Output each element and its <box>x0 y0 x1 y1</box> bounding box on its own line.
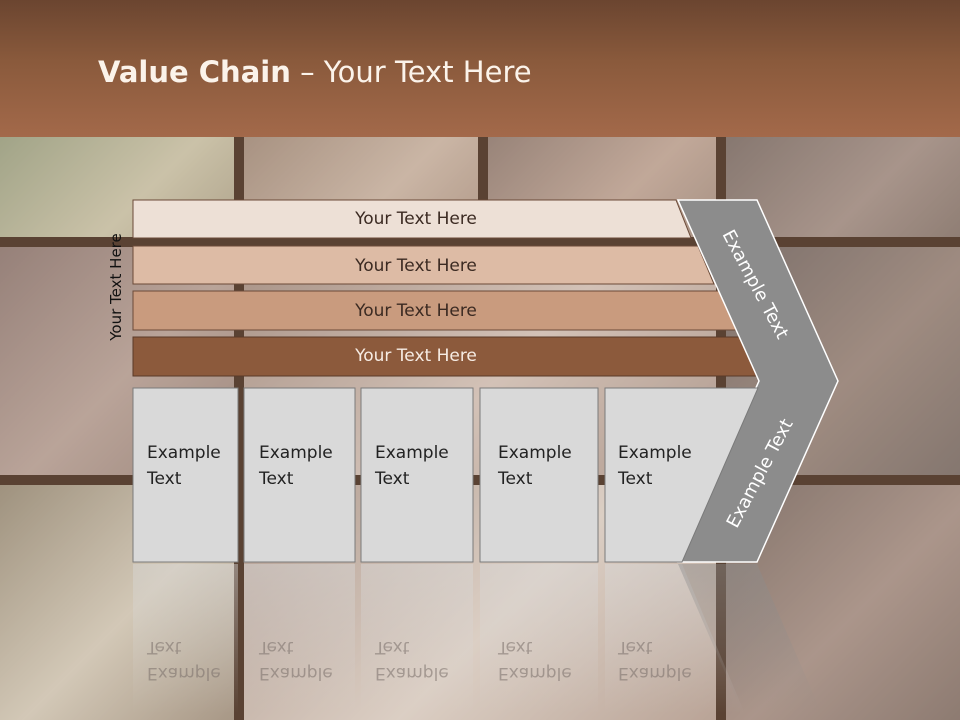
box-1-refl-line1: Example <box>147 663 221 683</box>
box-3-refl-line2: Text <box>375 637 410 657</box>
box-2-refl-line1: Example <box>259 663 333 683</box>
box-1-line1: Example <box>147 443 221 463</box>
box-1 <box>132 387 239 563</box>
photo-tile-dark <box>726 137 960 237</box>
box-5-line2: Text <box>618 469 653 489</box>
box-2-line2: Text <box>259 469 294 489</box>
box-5 <box>604 387 759 563</box>
box-4-line1: Example <box>498 443 572 463</box>
chevron-arrow <box>676 199 839 563</box>
box-3 <box>360 387 474 563</box>
box-1-line2: Text <box>147 469 182 489</box>
title-rest: – Your Text Here <box>290 55 532 89</box>
box-4-reflection <box>480 564 598 714</box>
box-2-reflection <box>244 564 355 714</box>
box-2-line1: Example <box>259 443 333 463</box>
box-1-reflection-text: Example Text <box>147 634 247 686</box>
chevron-reflection <box>678 564 822 714</box>
title-banner <box>0 0 960 137</box>
box-4 <box>479 387 599 563</box>
box-3-reflection-text: Example Text <box>375 634 475 686</box>
box-5-refl-line2: Text <box>618 637 653 657</box>
box-2 <box>243 387 356 563</box>
title-bold: Value Chain <box>98 55 291 89</box>
box-1-reflection <box>133 564 238 714</box>
box-5-reflection-text: Example Text <box>618 634 718 686</box>
box-3-reflection <box>361 564 473 714</box>
page-title: Value Chain – Your Text Here <box>98 55 532 89</box>
box-2-refl-line2: Text <box>259 637 294 657</box>
box-4-line2: Text <box>498 469 533 489</box>
bar-1-label: Your Text Here <box>355 209 477 229</box>
box-4-refl-line2: Text <box>498 637 533 657</box>
box-3-line1: Example <box>375 443 449 463</box>
box-5-refl-line1: Example <box>618 663 692 683</box>
box-1-refl-line2: Text <box>147 637 182 657</box>
box-2-reflection-text: Example Text <box>259 634 359 686</box>
bar-4-label: Your Text Here <box>355 346 477 366</box>
box-4-reflection-text: Example Text <box>498 634 598 686</box>
box-4-refl-line1: Example <box>498 663 572 683</box>
bar-1 <box>132 199 692 239</box>
side-label: Your Text Here <box>107 233 125 341</box>
bar-2-label: Your Text Here <box>355 256 477 276</box>
box-5-reflection <box>605 564 745 714</box>
bar-2 <box>132 245 715 285</box>
box-3-refl-line1: Example <box>375 663 449 683</box>
box-3-line2: Text <box>375 469 410 489</box>
box-5-line1: Example <box>618 443 692 463</box>
bar-3-label: Your Text Here <box>355 301 477 321</box>
